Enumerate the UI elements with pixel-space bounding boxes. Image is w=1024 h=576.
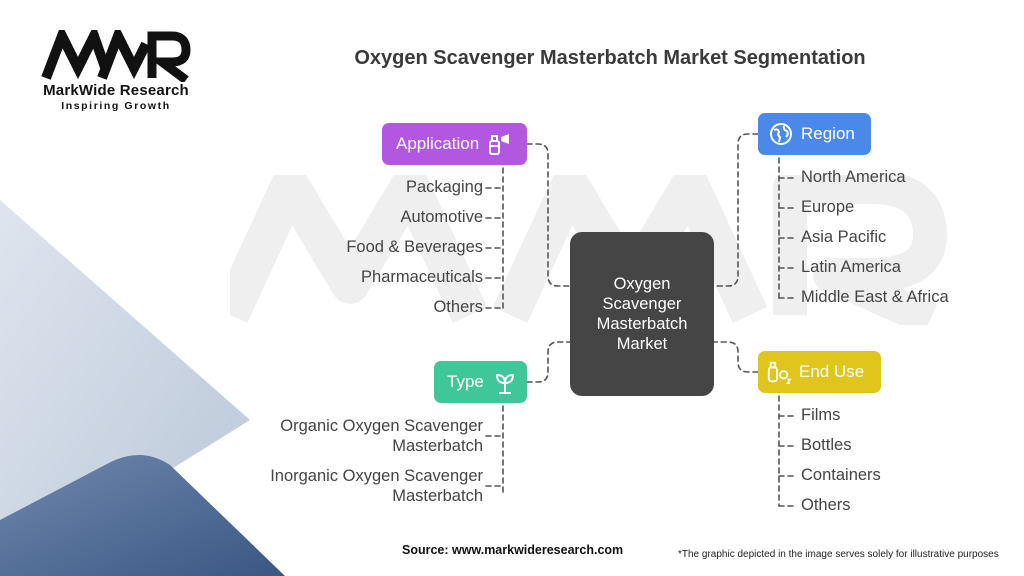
application-item: Food & Beverages — [346, 238, 483, 256]
type-item-line: Inorganic Oxygen Scavenger — [270, 467, 483, 485]
end-use-item: Containers — [801, 466, 881, 484]
application-item: Others — [433, 298, 483, 316]
segment-label: Region — [801, 124, 855, 143]
center-line: Market — [616, 335, 668, 353]
segment-label: Application — [396, 134, 480, 153]
type-item: Organic Oxygen Scavenger Masterbatch — [280, 416, 483, 456]
application-item: Automotive — [400, 208, 483, 226]
connector-end-use — [713, 341, 759, 373]
spray-bottle-icon — [487, 131, 513, 157]
region-item: Asia Pacific — [801, 228, 887, 246]
type-item-line: Masterbatch — [392, 487, 483, 505]
brand-logo: MarkWide Research Inspiring Growth — [36, 30, 196, 114]
segment-type: Type — [434, 361, 527, 403]
center-line: Oxygen — [613, 275, 671, 293]
source-credit: Source: www.markwideresearch.com — [402, 543, 624, 557]
end-use-item: Bottles — [801, 436, 852, 454]
segment-region: Region — [758, 113, 871, 155]
type-item-line: Masterbatch — [392, 437, 483, 455]
center-node-market: Oxygen Scavenger Masterbatch Market — [570, 232, 714, 396]
region-item: Latin America — [801, 258, 901, 276]
page-title: Oxygen Scavenger Masterbatch Market Segm… — [354, 47, 866, 69]
region-item: Europe — [801, 198, 855, 216]
region-item: Middle East & Africa — [801, 288, 949, 306]
application-item: Pharmaceuticals — [361, 268, 483, 286]
segment-label: Type — [447, 372, 484, 391]
segment-application: Application — [382, 123, 527, 165]
disclaimer-note: *The graphic depicted in the image serve… — [678, 549, 999, 560]
plant-sprout-icon — [492, 369, 518, 395]
type-item: Inorganic Oxygen Scavenger Masterbatch — [270, 466, 483, 506]
end-use-item: Films — [801, 406, 841, 424]
application-item: Packaging — [405, 178, 483, 196]
brand-tagline: Inspiring Growth — [61, 100, 171, 112]
end-use-item: Others — [801, 496, 851, 514]
center-line: Scavenger — [602, 295, 682, 313]
connector-region — [713, 133, 759, 287]
segment-label: End Use — [799, 362, 865, 381]
mwr-logo-mark — [41, 30, 191, 82]
oxygen-bottle-icon — [766, 359, 792, 385]
segment-end-use: End Use — [758, 351, 881, 393]
type-item-line: Organic Oxygen Scavenger — [280, 417, 483, 435]
region-item: North America — [801, 168, 906, 186]
center-line: Masterbatch — [596, 315, 688, 333]
globe-icon — [768, 121, 794, 147]
connector-application — [526, 143, 571, 287]
brand-name: MarkWide Research — [43, 82, 189, 99]
connector-type — [526, 341, 571, 383]
